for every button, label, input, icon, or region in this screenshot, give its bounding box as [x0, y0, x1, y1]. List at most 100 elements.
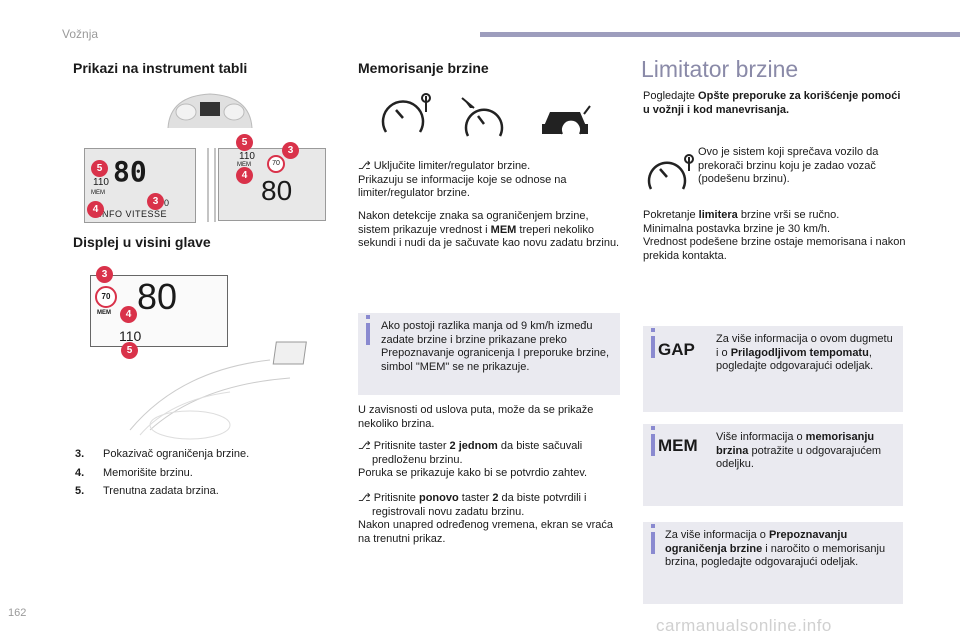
- speed-limiter-icon: [647, 154, 694, 190]
- speedometer-on-icon: [381, 93, 431, 133]
- text: treperi nekoliko sekundi i nudi da je sa…: [358, 223, 620, 250]
- text: Za više informacija o ovom dugmetu i o: [716, 333, 893, 359]
- cluster-mem: MEM: [91, 190, 105, 196]
- panel-mem: MEM: [237, 162, 251, 168]
- legend-item-5: 5. Trenutna zadata brzina.: [75, 485, 305, 499]
- middle-p4-rest: Poruka se prikazuje kako bi se potvrdio …: [358, 467, 588, 479]
- speedometer-limit-icon: [461, 97, 504, 137]
- text: brzine vrši se ručno.: [737, 209, 840, 221]
- page-number: 162: [8, 607, 27, 619]
- text: Više informacija o: [716, 431, 806, 443]
- legend-item-4: 4. Memorišite brzinu.: [75, 467, 305, 481]
- panel-speed: 80: [261, 175, 293, 206]
- gap-text: Za više informacija o ovom dugmetu i o P…: [716, 333, 896, 374]
- hud-speed: 80: [137, 276, 178, 317]
- info-box-memorization: MEM Više informacija o memorisanju brzin…: [643, 424, 903, 506]
- middle-p4: ⎇ Pritisnite taster 2 jednom da biste sa…: [358, 440, 620, 481]
- cluster-info-text: INFO VITESSE: [99, 209, 168, 219]
- right-intro: Pogledajte Opšte preporuke za korišćenje…: [643, 90, 905, 117]
- right-p2: Minimalna postavka brzine je 30 km/h.: [643, 222, 831, 235]
- panel-sign: 70: [267, 155, 285, 173]
- info-box-recognition: Za više informacija o Prepoznavanju ogra…: [643, 522, 903, 604]
- car-speed-icon: [542, 105, 591, 135]
- hud-screen: 70 80 MEM 110: [90, 275, 228, 347]
- section-tab: Vožnja: [62, 27, 99, 41]
- title-speed-limiter: Limitator brzine: [641, 56, 799, 82]
- middle-p5-rest: Nakon unapred određenog vremena, ekran s…: [358, 519, 613, 545]
- text: da biste potvrdili i registrovali novu z…: [372, 492, 587, 518]
- middle-bullet-3: ⎇ Pritisnite ponovo taster 2 da biste po…: [358, 492, 620, 519]
- recognition-text: Za više informacija o Prepoznavanju ogra…: [665, 529, 897, 570]
- text-bold: Prilagodljivom tempomatu: [730, 346, 869, 359]
- badge-3: 3: [147, 193, 164, 210]
- right-p3: Vrednost podešene brzine ostaje memorisa…: [643, 236, 906, 262]
- mem-label: MEM: [658, 436, 698, 455]
- hud-mem: MEM: [97, 310, 111, 316]
- section-bar: [480, 32, 960, 37]
- text-bold: ponovo: [418, 492, 459, 504]
- legend-text: Pokazivač ograničenja brzine.: [103, 448, 250, 460]
- hud-limit: 110: [119, 328, 142, 344]
- legend-item-3: 3. Pokazivač ograničenja brzine.: [75, 448, 305, 462]
- info-box-mem: Ako postoji razlika manja od 9 km/h izme…: [358, 313, 620, 395]
- middle-bullet-2: ⎇ Pritisnite taster 2 jednom da biste sa…: [358, 440, 620, 467]
- bullet-icon: ⎇: [358, 160, 374, 172]
- text: , pogledajte odgovarajući odeljak.: [716, 346, 874, 373]
- legend-num: 5.: [75, 485, 85, 497]
- divider-lines: [207, 148, 216, 222]
- hud-sign: 70: [95, 286, 117, 308]
- cluster-speed: 80: [113, 155, 147, 188]
- middle-p2: Nakon detekcije znaka sa ograničenjem br…: [358, 210, 620, 251]
- panel-screen: 110 MEM 70 80: [218, 148, 326, 221]
- mem-text: Više informacija o memorisanju brzina po…: [716, 431, 896, 472]
- watermark: carmanualsonline.info: [656, 616, 832, 635]
- bullet-text: Uključite limiter/regulator brzine.: [373, 160, 531, 172]
- title-instrument-displays: Prikazi na instrument tabli: [73, 60, 248, 76]
- info-box-gap: GAP Za više informacija o ovom dugmetu i…: [643, 326, 903, 412]
- legend: 3. Pokazivač ograničenja brzine. 4. Memo…: [75, 448, 305, 499]
- text: Pokretanje: [643, 209, 699, 221]
- info-icon: [651, 524, 655, 554]
- gap-label: GAP: [658, 340, 695, 359]
- middle-p3: U zavisnosti od uslova puta, može da se …: [358, 404, 594, 430]
- text: Pritisnite taster: [373, 440, 450, 452]
- cluster-sign: 70: [159, 198, 170, 208]
- text: potražite u odgovarajućem odeljku.: [716, 444, 882, 471]
- text: Pritisnite: [373, 492, 419, 504]
- bullet-icon: ⎇: [358, 440, 374, 452]
- middle-p1-rest: Prikazuju se informacije koje se odnose …: [358, 173, 567, 200]
- legend-text: Trenutna zadata brzina.: [103, 485, 219, 497]
- badge-3c: 3: [96, 266, 113, 283]
- right-p1-line: Pokretanje limitera brzine vrši se ručno…: [643, 209, 908, 223]
- badge-3b: 3: [282, 142, 299, 159]
- text-bold: MEM: [490, 223, 517, 236]
- right-p1: Pokretanje limitera brzine vrši se ručno…: [643, 209, 908, 263]
- panel-limit: 110: [239, 151, 255, 162]
- text: Pogledajte: [643, 90, 699, 102]
- text-bold: Opšte preporuke za korišćenje pomoći u v…: [643, 90, 901, 116]
- title-head-up-display: Displej u visini glave: [73, 234, 211, 250]
- middle-p5: ⎇ Pritisnite ponovo taster 2 da biste po…: [358, 492, 620, 546]
- info-icon: [366, 315, 370, 345]
- dashboard-drawing: [129, 341, 307, 440]
- text-bold: 2: [492, 492, 499, 504]
- badge-5c: 5: [121, 342, 138, 359]
- text: i naročito o memorisanju brzina, pogleda…: [665, 542, 886, 569]
- title-memorize-speed: Memorisanje brzine: [358, 60, 489, 76]
- bullet-icon: ⎇: [358, 492, 374, 504]
- info-icon: [651, 426, 655, 456]
- text: Nakon detekcije znaka sa ograničenjem br…: [358, 210, 589, 236]
- text-bold: Prepoznavanju ograničenja brzine: [665, 529, 848, 555]
- badge-5b: 5: [236, 134, 253, 151]
- text-bold: memorisanju brzina: [716, 431, 875, 457]
- text: taster: [458, 492, 493, 504]
- badge-4: 4: [87, 201, 104, 218]
- cluster-limit: 110: [93, 177, 109, 188]
- text-bold: limitera: [698, 209, 738, 221]
- badge-4c: 4: [120, 306, 137, 323]
- text: Za više informacija o: [665, 529, 769, 541]
- cluster-thumbnail: [167, 93, 253, 129]
- middle-p1: ⎇ Uključite limiter/regulator brzine. Pr…: [358, 160, 620, 201]
- badge-4b: 4: [236, 167, 253, 184]
- legend-text: Memorišite brzinu.: [103, 466, 193, 479]
